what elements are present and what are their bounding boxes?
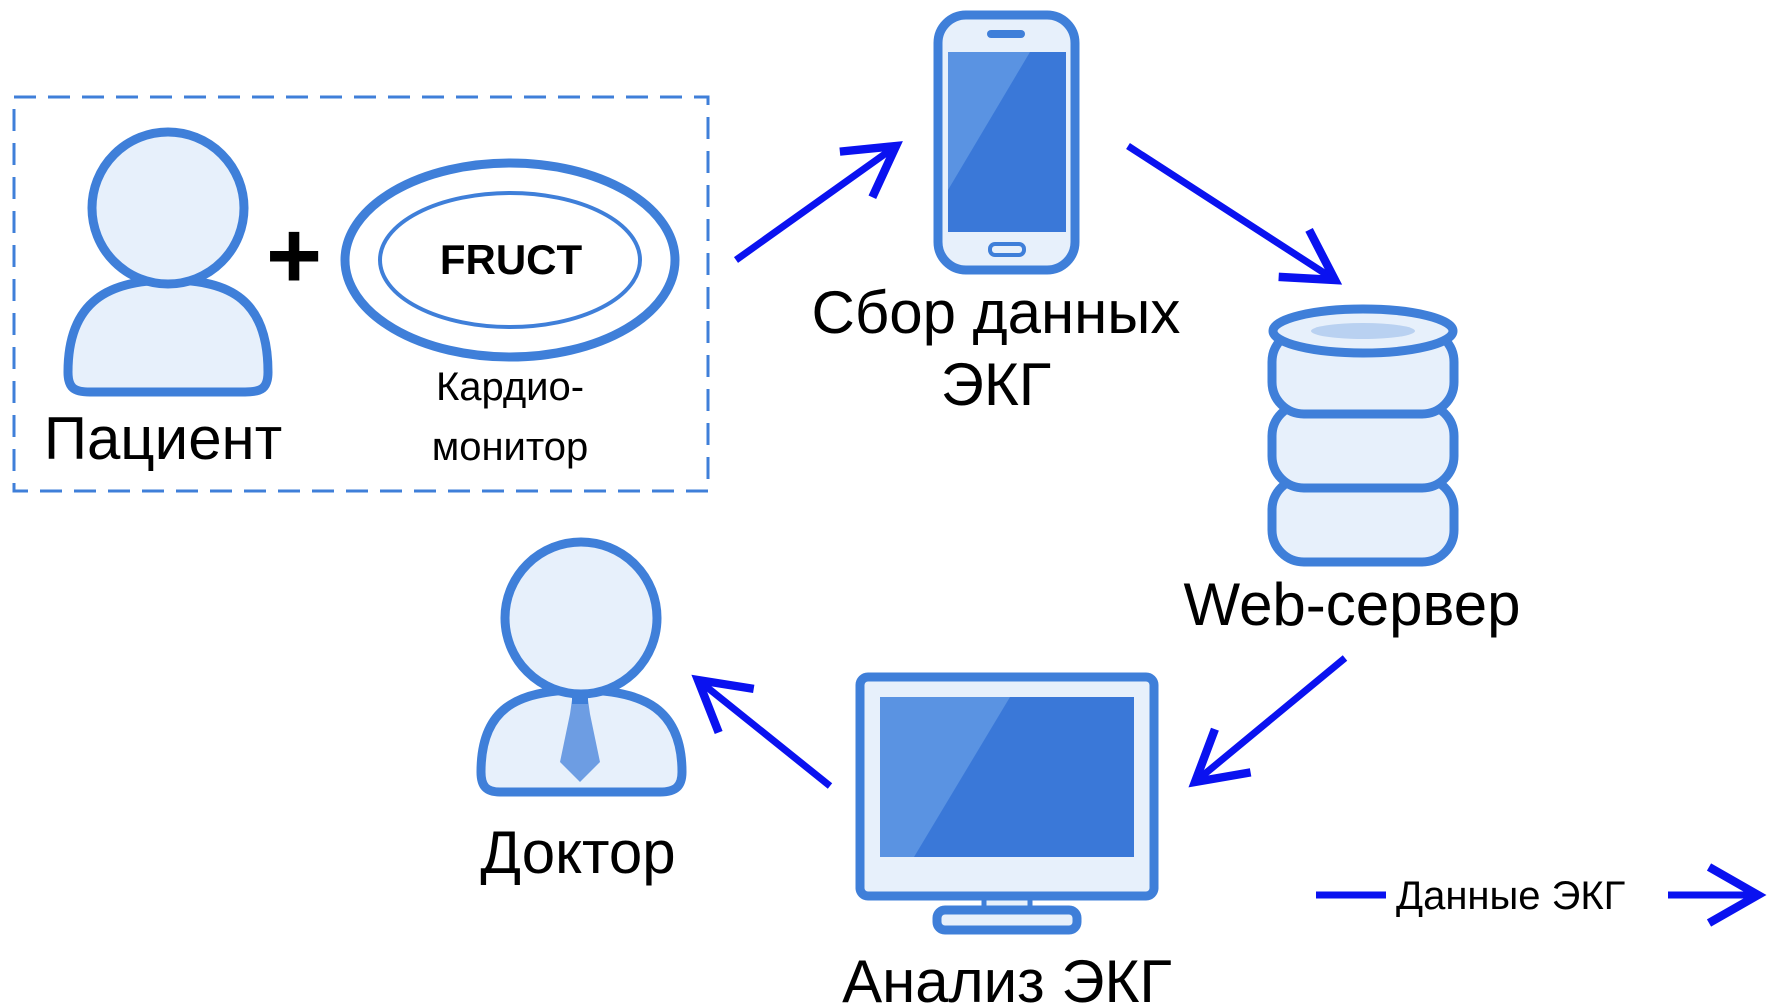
doctor-icon [476, 537, 687, 797]
cardio-monitor-icon [340, 158, 680, 362]
arrow-server-to-computer [1188, 655, 1348, 788]
arrow-monitor-to-phone [733, 141, 903, 263]
analysis-label: Анализ ЭКГ [842, 948, 1172, 1008]
database-server-icon [1267, 304, 1459, 567]
monitor-brand-label: FRUCT [440, 236, 583, 283]
plus-sign: + [266, 202, 322, 309]
arrow-computer-to-doctor [691, 674, 833, 789]
legend-label: Данные ЭКГ [1396, 874, 1625, 918]
monitor-label-line2: монитор [432, 425, 589, 469]
patient-label: Пациент [44, 405, 282, 472]
legend: Данные ЭКГ [1316, 863, 1767, 927]
doctor-label: Доктор [480, 819, 675, 886]
arrow-phone-to-server [1126, 143, 1343, 285]
smartphone-icon [933, 10, 1080, 275]
patient-monitor-group [12, 95, 710, 493]
server-label: Web-сервер [1184, 571, 1521, 638]
monitor-label-line1: Кардио- [436, 365, 584, 409]
desktop-monitor-icon [855, 672, 1159, 935]
collection-label-line2: ЭКГ [941, 351, 1052, 418]
collection-label-line1: Сбор данных [812, 279, 1181, 346]
person-icon [63, 127, 273, 397]
